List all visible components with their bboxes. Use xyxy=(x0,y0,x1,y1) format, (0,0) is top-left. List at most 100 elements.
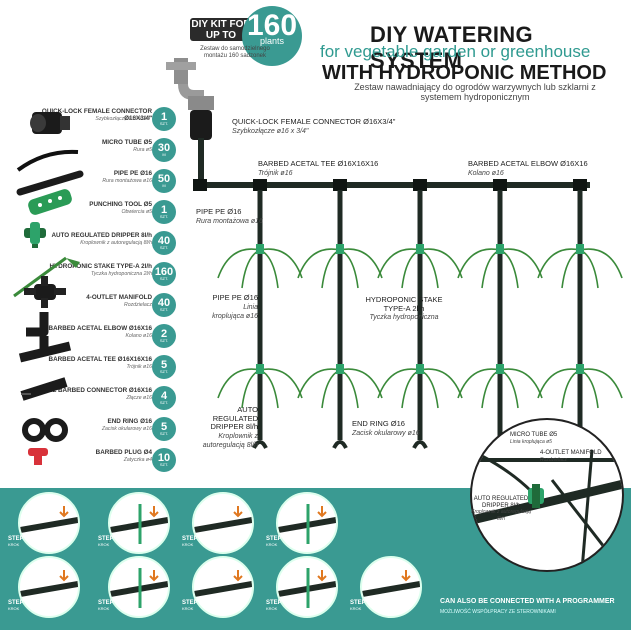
part-name: 4-OUTLET MANIFOLD xyxy=(86,294,152,301)
stake-group xyxy=(457,244,543,289)
step-sub: KROK xyxy=(266,542,278,547)
page-title-method: WITH HYDROPONIC METHOD xyxy=(322,62,607,84)
step-sub: KROK xyxy=(8,606,20,611)
manifold-icon xyxy=(24,276,66,308)
label-elbow-sub: Kolano ø16 xyxy=(468,169,504,177)
kit-unit: plants xyxy=(259,36,285,46)
part-name: PIPE PE Ø16 xyxy=(113,170,152,177)
part-name: ACETAL BARBED CONNECTOR Ø16X16 xyxy=(31,387,152,394)
kit-number: 160 xyxy=(246,9,298,42)
step-illustration xyxy=(192,556,254,618)
part-name: BARBED ACETAL TEE Ø16X16X16 xyxy=(48,356,152,363)
part-name: HYDROPONIC STAKE TYPE-A 2l/h xyxy=(49,263,152,270)
hydroponic-stake-icon xyxy=(13,256,80,298)
parts-illustrations xyxy=(13,112,84,465)
label-stake-name: HYDROPONIC STAKE TYPE-A 2l/h xyxy=(365,295,443,313)
tee-fitting xyxy=(413,179,427,191)
label-stake: HYDROPONIC STAKE TYPE-A 2l/h Tyczka hydr… xyxy=(354,295,454,323)
step-sub: KROK xyxy=(182,606,194,611)
part-unit: SZT. xyxy=(159,245,169,250)
part-quantity: 1 xyxy=(160,111,168,123)
barbed-plug-icon xyxy=(28,448,48,465)
step-sub: KROK xyxy=(182,542,194,547)
zoom-label-manifold-name: 4-OUTLET MANIFOLD xyxy=(540,450,602,456)
tee-icon xyxy=(18,336,72,363)
step-number: STEP 06 xyxy=(98,600,122,606)
part-quantity: 4 xyxy=(160,390,168,402)
step-sub: KROK xyxy=(98,606,110,611)
step-sub: KROK xyxy=(266,606,278,611)
zoom-label-manifold-sub: Rozdzielacz xyxy=(540,456,567,463)
step-illustration xyxy=(108,492,170,554)
end-ring xyxy=(332,440,348,449)
label-dripper-name: AUTO REGULATED DRIPPER 8l/h xyxy=(210,405,258,431)
elbow-icon xyxy=(26,312,49,337)
programmer-note: CAN ALSO BE CONNECTED WITH A PROGRAMMER xyxy=(440,598,615,605)
label-pipe-1: PIPE PE Ø16 Rura montażowa ø16 xyxy=(196,207,263,226)
label-connector: QUICK-LOCK FEMALE CONNECTOR Ø16X3/4" Szy… xyxy=(232,117,395,136)
step-sub: KROK xyxy=(98,542,110,547)
part-subtitle: Tyczka hydroponiczna 2l/h xyxy=(90,271,152,277)
step-illustration xyxy=(360,556,422,618)
zoom-label-manifold: 4-OUTLET MANIFOLD Rozdzielacz xyxy=(540,450,602,463)
stake-group xyxy=(537,364,623,409)
tee-fittings xyxy=(193,179,587,191)
tee-fitting xyxy=(193,179,207,191)
part-name: BARBED PLUG Ø4 xyxy=(95,449,152,456)
part-unit: SZT. xyxy=(159,214,169,219)
page-subtitle: for vegetable garden or greenhouse xyxy=(320,42,591,61)
label-pipe-1-name: PIPE PE Ø16 xyxy=(196,207,242,216)
kit-subtitle: Zestaw do samodzielnego montażu 160 sadz… xyxy=(200,46,270,59)
page-title-polish: Zestaw nawadniający do ogrodów warzywnyc… xyxy=(354,82,596,102)
part-subtitle: Rozdzielacz xyxy=(124,302,152,308)
part-name: AUTO REGULATED DRIPPER 8l/h xyxy=(51,232,152,239)
label-tee-name: BARBED ACETAL TEE Ø16X16X16 xyxy=(258,159,379,168)
step-number: STEP 08 xyxy=(266,600,290,606)
label-pipe-1-sub: Rura montażowa ø16 xyxy=(196,217,263,225)
part-unit: SZT. xyxy=(159,276,169,281)
part-unit: SZT. xyxy=(159,338,169,343)
part-unit: M xyxy=(162,152,166,157)
faucet-icon xyxy=(166,58,214,140)
zoom-label-tube: MICRO TUBE Ø5 Linia kroplująca ø5 xyxy=(510,432,557,445)
part-unit: SZT. xyxy=(159,307,169,312)
stake-group xyxy=(537,244,623,289)
step-illustration xyxy=(18,492,80,554)
straight-connector-icon xyxy=(20,377,68,401)
part-quantity: 5 xyxy=(160,421,168,433)
part-unit: SZT. xyxy=(159,431,169,436)
tee-fitting xyxy=(333,179,347,191)
step-illustration xyxy=(276,556,338,618)
part-name: MICRO TUBE Ø5 xyxy=(101,139,152,146)
step-number: STEP 05 xyxy=(8,600,32,606)
step-illustration xyxy=(18,556,80,618)
tee-fitting xyxy=(573,179,587,191)
label-tee-sub: Trójnik ø16 xyxy=(258,169,293,177)
punching-tool-icon xyxy=(28,189,72,215)
label-dripper: AUTO REGULATED DRIPPER 8l/h Kroplownik z… xyxy=(196,405,258,451)
part-subtitle: Rura ø5 xyxy=(133,147,152,153)
part-name: BARBED ACETAL ELBOW Ø16X16 xyxy=(48,325,152,332)
part-subtitle: Obwiercia ø5 xyxy=(121,209,152,215)
step-sub: KROK xyxy=(350,606,362,611)
label-pipe-2: PIPE PE Ø16 Linia kroplująca ø16 xyxy=(210,293,258,322)
quick-lock-connector-icon xyxy=(30,112,70,134)
part-subtitle: Złącze ø16 xyxy=(126,395,152,401)
zoom-label-dripper-name: AUTO REGULATED DRIPPER 8l/h xyxy=(473,496,529,509)
part-quantity: 30 xyxy=(157,142,171,154)
system-diagram xyxy=(166,58,623,449)
